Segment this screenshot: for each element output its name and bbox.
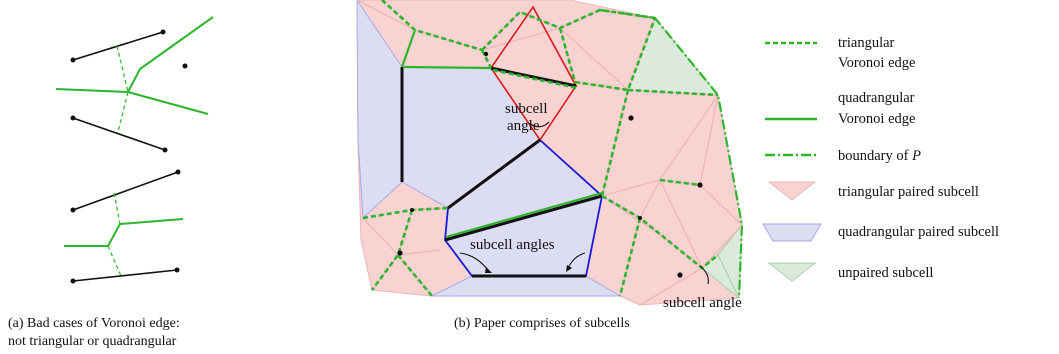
voronoi-vertices: [397, 51, 703, 278]
site-point: [174, 267, 180, 273]
legend-triangular-subcell-label: triangular paired subcell: [838, 184, 979, 200]
voronoi-edge: [107, 223, 121, 247]
quadrangular-subcell: [356, 0, 403, 220]
legend-quadrangular-edge-line2: Voronoi edge: [838, 111, 915, 127]
dashed-voronoi-edge: [113, 192, 121, 225]
dashed-voronoi-edge: [116, 45, 129, 93]
legend-triangular-subcell-swatch: [767, 181, 817, 201]
site-point: [70, 278, 76, 284]
subcell-angles-label: subcell angles: [470, 237, 555, 253]
legend-boundary-prefix: boundary of: [838, 148, 912, 164]
site-segments: [400, 66, 603, 278]
legend-quadrangular-edge-line1: quadrangular: [838, 90, 915, 106]
site-point: [162, 147, 168, 153]
site-point: [182, 63, 188, 69]
site-point: [160, 29, 166, 35]
legend-unpaired-subcell-swatch: [767, 262, 817, 282]
legend-unpaired-subcell-label: unpaired subcell: [838, 265, 933, 281]
legend-triangular-edge-line1: triangular: [838, 35, 895, 51]
subcell-angle-label-top-1: subcell: [505, 101, 548, 117]
voronoi-edge: [55, 88, 129, 93]
site-segment: [72, 171, 179, 211]
subcell-angle-label-top-2: angle: [507, 118, 540, 134]
site-point: [70, 115, 76, 121]
legend-boundary-var: P: [911, 148, 921, 164]
legend: triangular Voronoi edge quadrangular Vor…: [762, 35, 999, 282]
site-point: [70, 207, 76, 213]
voronoi-edge: [119, 218, 184, 225]
quadrangular-voronoi-edges: [400, 29, 603, 239]
unpaired-subcell: [717, 223, 743, 299]
voronoi-edge: [127, 68, 141, 93]
panel-a-diagram: [55, 16, 214, 284]
dashed-voronoi-edge: [117, 91, 129, 133]
panel-a-caption-line1: (a) Bad cases of Voronoi edge:: [8, 316, 180, 331]
dashed-voronoi-edge: [107, 245, 122, 277]
legend-triangular-edge-line2: Voronoi edge: [838, 55, 915, 71]
voronoi-edge: [139, 16, 214, 70]
panel-b-caption: (b) Paper comprises of subcells: [454, 316, 630, 331]
voronoi-edge: [127, 91, 209, 115]
site-segment: [72, 117, 166, 151]
angle-arrowheads: [485, 265, 572, 273]
legend-boundary-label: boundary of P: [838, 148, 921, 164]
legend-quadrangular-subcell-swatch: [762, 223, 822, 242]
site-point: [175, 169, 181, 175]
subcell-angle-label-right: subcell angle: [663, 295, 742, 311]
site-segment: [72, 31, 164, 61]
panel-a-caption-line2: not triangular or quadrangular: [8, 334, 177, 349]
boundary-of-p: [599, 8, 744, 299]
legend-quadrangular-subcell-label: quadrangular paired subcell: [838, 224, 999, 240]
site-point: [70, 57, 76, 63]
panel-b-diagram: [356, 0, 744, 306]
site-segment: [72, 269, 178, 282]
